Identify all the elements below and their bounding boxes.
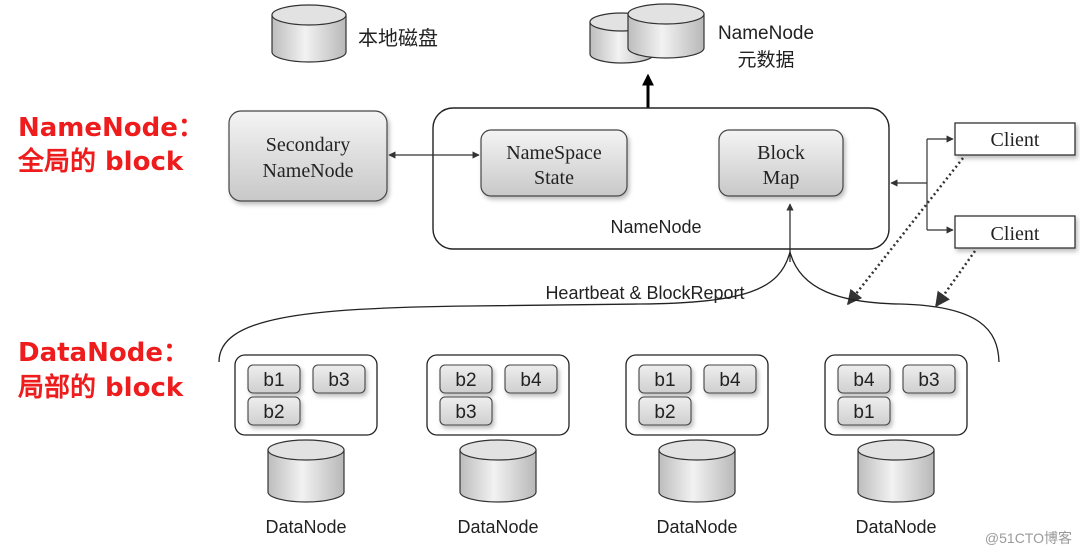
client-box-2 xyxy=(954,215,1076,249)
secondary-namenode-line2: NameNode xyxy=(262,160,353,182)
namespace-state-line2: State xyxy=(534,167,574,189)
namespace-state-line1: NameSpace xyxy=(506,142,602,164)
namenode-metadata-icon xyxy=(589,3,705,64)
block-chip xyxy=(837,364,891,394)
heartbeat-label: Heartbeat & BlockReport xyxy=(545,283,744,303)
namenode-label-line1: NameNode： xyxy=(18,113,204,143)
namespace-state-box xyxy=(480,129,628,197)
client-datanode-arrow-1 xyxy=(847,157,964,306)
block-chip xyxy=(638,396,692,426)
client-label-2: Client xyxy=(991,223,1040,245)
block-chip xyxy=(703,364,757,394)
block-label: b3 xyxy=(328,370,349,391)
block-chip xyxy=(837,396,891,426)
client-box-1 xyxy=(954,122,1076,156)
client-datanode-arrow-2 xyxy=(934,250,977,308)
block-label: b2 xyxy=(654,402,675,423)
heartbeat-bracket xyxy=(218,249,1000,363)
block-label: b2 xyxy=(455,370,476,391)
block-chip xyxy=(247,396,301,426)
datanode-disk-icon xyxy=(267,439,345,503)
block-label: b4 xyxy=(520,370,542,391)
secondary-namenode-box xyxy=(228,110,388,202)
block-map-line1: Block xyxy=(757,142,805,164)
watermark: @51CTO博客 xyxy=(985,530,1072,546)
namenode-metadata-label-line2: 元数据 xyxy=(737,49,794,71)
client-label-1: Client xyxy=(991,129,1040,151)
block-label: b4 xyxy=(853,370,875,391)
namenode-label-line2: 全局的 block xyxy=(17,146,184,177)
datanode-label: DataNode xyxy=(855,517,936,537)
block-label: b1 xyxy=(654,370,675,391)
datanode-label-line2: 局部的 block xyxy=(18,372,184,403)
block-chip xyxy=(638,364,692,394)
block-label: b3 xyxy=(455,402,476,423)
datanode-label: DataNode xyxy=(265,517,346,537)
block-chip xyxy=(902,364,956,394)
block-chip xyxy=(312,364,366,394)
datanode-disk-icon xyxy=(857,439,935,503)
block-label: b1 xyxy=(263,370,284,391)
datanode-disk-icon xyxy=(459,439,537,503)
namenode-container-label: NameNode xyxy=(610,217,701,237)
block-chip xyxy=(439,364,493,394)
datanode-label: DataNode xyxy=(457,517,538,537)
block-label: b4 xyxy=(719,370,741,391)
datanode-label: DataNode xyxy=(656,517,737,537)
block-chip xyxy=(247,364,301,394)
block-label: b2 xyxy=(263,402,284,423)
secondary-namenode-line1: Secondary xyxy=(266,134,350,156)
datanode-disk-icon xyxy=(658,439,736,503)
block-label: b1 xyxy=(853,402,874,423)
local-disk-label: 本地磁盘 xyxy=(358,27,438,50)
namenode-metadata-label-line1: NameNode xyxy=(718,23,814,44)
client-namenode-connector xyxy=(890,135,954,234)
block-label: b3 xyxy=(918,370,939,391)
block-chip xyxy=(439,396,493,426)
block-map-line2: Map xyxy=(763,167,800,189)
local-disk-icon xyxy=(271,4,347,63)
block-chip xyxy=(504,364,558,394)
block-map-box xyxy=(718,129,844,197)
datanode-label-line1: DataNode： xyxy=(18,338,189,368)
